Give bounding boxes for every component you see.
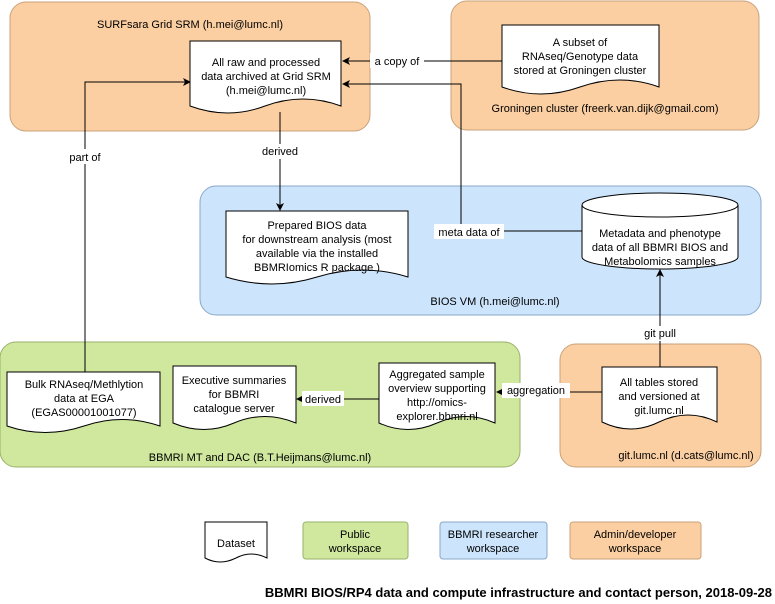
node-groningen-line-2: RNAseq/Genotype data (522, 51, 639, 63)
node-metadata-database: Metadata and phenotype data of all BBMRI… (581, 192, 739, 270)
node-metadata-line-1: Metadata and phenotype (599, 228, 721, 240)
node-exec-line-3: catalogue server (193, 403, 275, 415)
label-derived-2: derived (305, 394, 341, 406)
node-exec-line-1: Executive summaries (182, 375, 287, 387)
legend-dataset-label: Dataset (217, 538, 255, 550)
node-bulk-line-1: Bulk RNAseq/Methlytion (25, 379, 144, 391)
node-aggregated-line-2: overview supporting (388, 383, 486, 395)
legend-public-line-1: Public (340, 529, 370, 541)
bbmri-label: BBMRI MT and DAC (B.T.Heijmans@lumc.nl) (149, 452, 371, 464)
node-bulk-line-3: (EGAS00001001077) (31, 407, 136, 419)
node-grid-srm-line-2: data archived at Grid SRM (201, 71, 331, 83)
node-metadata-line-3: Metabolomics samples (604, 256, 716, 268)
label-derived-1: derived (262, 146, 298, 158)
groningen-label: Groningen cluster (freerk.van.dijk@gmail… (492, 103, 719, 115)
node-groningen-subset: A subset of RNAseq/Genotype data stored … (501, 24, 660, 95)
gitlumc-label: git.lumc.nl (d.cats@lumc.nl) (618, 450, 753, 462)
node-prepared-line-2: for downstream analysis (most (242, 234, 391, 246)
node-groningen-line-3: stored at Groningen cluster (514, 65, 647, 77)
edge-labels: a copy of derived part of meta data of g… (60, 53, 682, 406)
node-all-tables: All tables stored and versioned at git.l… (601, 366, 718, 430)
node-exec-line-2: for BBMRI (209, 389, 260, 401)
node-prepared-line-1: Prepared BIOS data (267, 220, 367, 232)
node-all-tables-line-2: and versioned at (618, 391, 699, 403)
node-all-tables-line-1: All tables stored (620, 377, 698, 389)
node-prepared-bios: Prepared BIOS data for downstream analys… (225, 210, 409, 285)
surfsara-label: SURFsara Grid SRM (h.mei@lumc.nl) (97, 19, 283, 31)
node-prepared-line-3: available via the installed (256, 248, 378, 260)
label-part-of: part of (69, 152, 101, 164)
legend-researcher: BBMRI researcher workspace (439, 521, 548, 560)
legend-public-line-2: workspace (328, 543, 382, 555)
label-a-copy-of: a copy of (375, 56, 421, 68)
node-exec-summaries: Executive summaries for BBMRI catalogue … (172, 365, 297, 430)
node-grid-srm-line-3: (h.mei@lumc.nl) (226, 85, 306, 97)
legend: Dataset Public workspace BBMRI researche… (204, 521, 702, 563)
node-aggregated-line-4: explorer.bbmri.nl (396, 411, 477, 423)
edge-part-of (84, 78, 191, 372)
legend-admin-line-2: workspace (608, 543, 662, 555)
node-aggregated: Aggregated sample overview supporting ht… (378, 362, 496, 430)
edge-meta-data-of (342, 80, 582, 232)
label-meta-data-of: meta data of (438, 227, 500, 239)
legend-admin: Admin/developer workspace (569, 521, 702, 560)
legend-admin-line-1: Admin/developer (594, 529, 677, 541)
node-aggregated-line-1: Aggregated sample (389, 369, 484, 381)
node-prepared-line-4: BBMRIomics R package ) (254, 262, 380, 274)
node-all-tables-line-3: git.lumc.nl (634, 405, 684, 417)
node-grid-srm: All raw and processed data archived at G… (189, 40, 342, 114)
node-grid-srm-line-1: All raw and processed (212, 57, 320, 69)
node-metadata-line-2: data of all BBMRI BIOS and (592, 242, 728, 254)
label-aggregation: aggregation (507, 385, 565, 397)
biosvm-label: BIOS VM (h.mei@lumc.nl) (430, 296, 559, 308)
node-bulk-line-2: data at EGA (54, 393, 115, 405)
label-git-pull: git pull (644, 328, 676, 340)
node-groningen-line-1: A subset of (553, 37, 608, 49)
legend-dataset: Dataset (204, 521, 268, 563)
legend-researcher-line-2: workspace (466, 543, 520, 555)
node-bulk-ega: Bulk RNAseq/Methlytion data at EGA (EGAS… (6, 371, 161, 433)
legend-public: Public workspace (302, 521, 409, 560)
legend-researcher-line-1: BBMRI researcher (448, 529, 539, 541)
diagram-title: BBMRI BIOS/RP4 data and compute infrastr… (265, 585, 772, 600)
node-aggregated-line-3: http://omics- (407, 397, 467, 409)
